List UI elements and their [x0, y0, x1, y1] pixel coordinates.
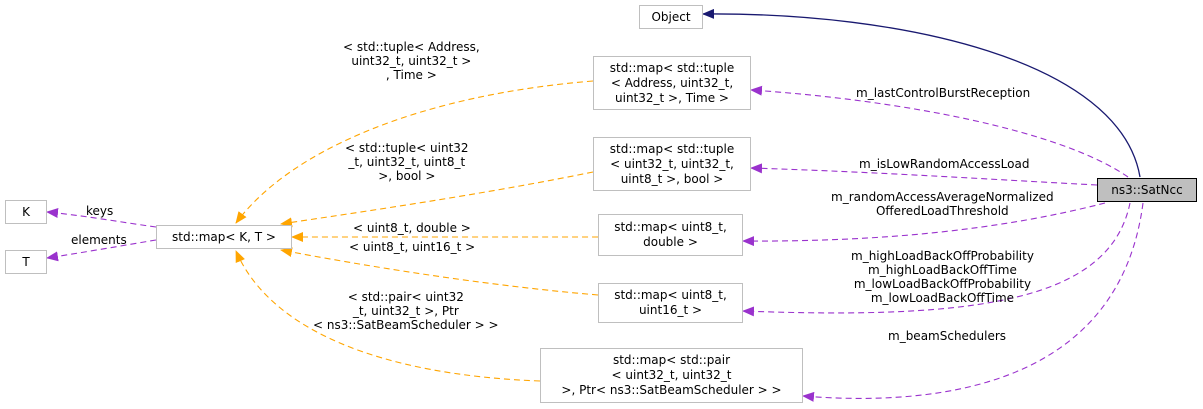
- node-object[interactable]: Object: [639, 5, 703, 29]
- label-beam-schedulers: m_beamSchedulers: [888, 329, 1007, 343]
- label-tpl-uint8-uint16: < uint8_t, uint16_t >: [349, 240, 476, 254]
- edge-is-low: [750, 163, 1098, 186]
- label-keys: keys: [86, 204, 114, 218]
- label-tpl-tuple-address: < std::tuple< Address, uint32_t, uint32_…: [343, 40, 480, 82]
- node-map-pair[interactable]: std::map< std::pair < uint32_t, uint32_t…: [540, 348, 803, 403]
- edge-tpl-pair: [235, 250, 541, 382]
- edge-tpl-uint: [280, 171, 594, 228]
- edge-tpl-uint16: [280, 247, 599, 296]
- node-map-uint8-double[interactable]: std::map< uint8_t, double >: [598, 214, 743, 256]
- node-t[interactable]: T: [5, 250, 47, 274]
- edge-tpl-addr: [235, 80, 594, 224]
- edge-inheritance-object: [702, 8, 1141, 178]
- label-elements: elements: [71, 233, 127, 247]
- edge-last-control: [750, 85, 1129, 178]
- label-backoff-members: m_highLoadBackOffProbability m_highLoadB…: [851, 249, 1034, 305]
- node-satncc[interactable]: ns3::SatNcc: [1097, 178, 1197, 202]
- edge-keys: [46, 208, 157, 228]
- node-map-tuple-uint[interactable]: std::map< std::tuple < uint32_t, uint32_…: [593, 137, 751, 191]
- label-last-control-burst: m_lastControlBurstReception: [856, 86, 1031, 100]
- label-tpl-pair: < std::pair< uint32 _t, uint32_t >, Ptr …: [313, 290, 499, 332]
- label-random-access-threshold: m_randomAccessAverageNormalized OfferedL…: [831, 190, 1054, 218]
- label-tpl-uint8-double: < uint8_t, double >: [353, 221, 471, 235]
- node-map-tuple-address[interactable]: std::map< std::tuple < Address, uint32_t…: [593, 56, 751, 110]
- node-map-k-t[interactable]: std::map< K, T >: [156, 225, 292, 249]
- edge-elements: [46, 239, 157, 262]
- node-k[interactable]: K: [5, 200, 47, 224]
- label-is-low-random-access: m_isLowRandomAccessLoad: [859, 157, 1030, 171]
- edge-high-low: [742, 202, 1131, 317]
- label-tpl-tuple-uint: < std::tuple< uint32 _t, uint32_t, uint8…: [345, 141, 469, 183]
- node-map-uint8-uint16[interactable]: std::map< uint8_t, uint16_t >: [598, 283, 743, 323]
- edge-random-access: [742, 202, 1106, 247]
